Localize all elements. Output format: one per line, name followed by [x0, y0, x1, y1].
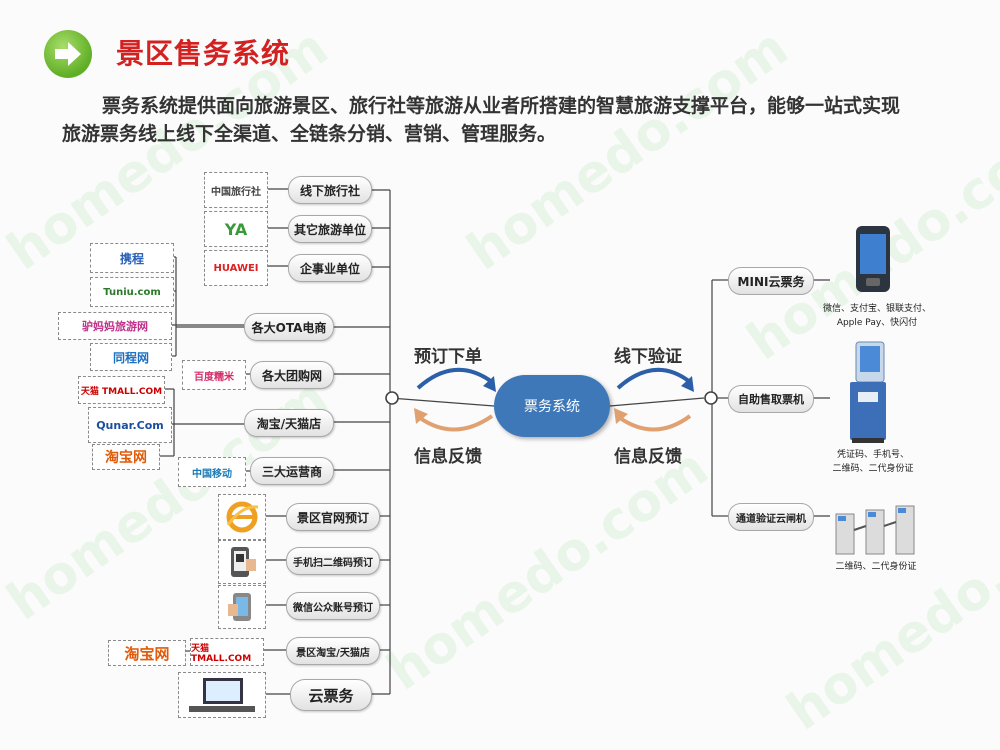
flow-label-verify: 线下验证: [614, 347, 682, 367]
node-taobao-tmall: 淘宝/天猫店: [244, 409, 334, 437]
taobao-logo: 淘宝网: [92, 444, 160, 470]
node-mini-cloud-ticket: MINI云票务: [728, 267, 814, 295]
page-title: 景区售务系统: [116, 37, 291, 70]
pos-terminal-icon: [856, 226, 890, 292]
node-wechat-booking: 微信公众账号预订: [286, 592, 380, 620]
tuniu-logo: Tuniu.com: [90, 277, 174, 307]
node-carriers: 三大运营商: [250, 457, 334, 485]
arrow-right-icon: [44, 30, 92, 78]
flow-label-feedback-left: 信息反馈: [414, 447, 482, 467]
node-ota: 各大OTA电商: [244, 313, 334, 341]
node-cloud-gate: 通道验证云闸机: [728, 503, 814, 531]
node-official-site: 景区官网预订: [286, 503, 380, 531]
qunar-logo: Qunar.Com: [88, 407, 172, 443]
node-self-service-kiosk: 自助售取票机: [728, 385, 814, 413]
cits-logo: 中国旅行社: [204, 172, 268, 208]
node-qr-booking: 手机扫二维码预订: [286, 547, 380, 575]
node-enterprises: 企事业单位: [288, 254, 372, 282]
node-group-buying: 各大团购网: [250, 361, 334, 389]
ctrip-logo: 携程: [90, 243, 174, 273]
tmall-logo: 天猫 TMALL.COM: [78, 376, 165, 404]
caption-gate-methods: 二维码、二代身份证: [835, 562, 917, 572]
flow-label-order: 预订下单: [414, 347, 482, 367]
tongcheng-logo: 同程网: [90, 343, 172, 371]
ticket-system-center: 票务系统: [494, 375, 610, 437]
ie-browser-icon: [218, 494, 266, 540]
baidu-nuomi-logo: 百度糯米: [182, 360, 246, 390]
lvmama-logo: 驴妈妈旅游网: [58, 312, 172, 340]
china-mobile-logo: 中国移动: [178, 457, 246, 487]
tmall-logo-2: 天猫 TMALL.COM: [190, 638, 264, 666]
flow-label-feedback-right: 信息反馈: [614, 447, 682, 467]
node-cloud-ticket: 云票务: [290, 679, 372, 711]
page-description: 票务系统提供面向旅游景区、旅行社等旅游从业者所搭建的智慧旅游支撑平台，能够一站式…: [62, 95, 901, 145]
huawei-logo: HUAWEI: [204, 250, 268, 286]
wechat-phone-icon: [218, 585, 266, 629]
computer-icon: [178, 672, 266, 718]
node-scenic-taobao: 景区淘宝/天猫店: [286, 637, 380, 665]
taobao-logo-2: 淘宝网: [108, 640, 186, 666]
qr-scan-phone-icon: [218, 540, 266, 584]
caption-mini-payments: 微信、支付宝、银联支付、 Apple Pay、快闪付: [822, 304, 931, 328]
node-offline-agency: 线下旅行社: [288, 176, 372, 204]
kiosk-machine-icon: [850, 341, 886, 443]
caption-kiosk-methods: 凭证码、手机号、 二维码、二代身份证: [832, 450, 914, 474]
node-other-travel-units: 其它旅游单位: [288, 215, 372, 243]
ya-logo: YA: [204, 211, 268, 247]
gate-turnstile-icon: [835, 505, 915, 555]
